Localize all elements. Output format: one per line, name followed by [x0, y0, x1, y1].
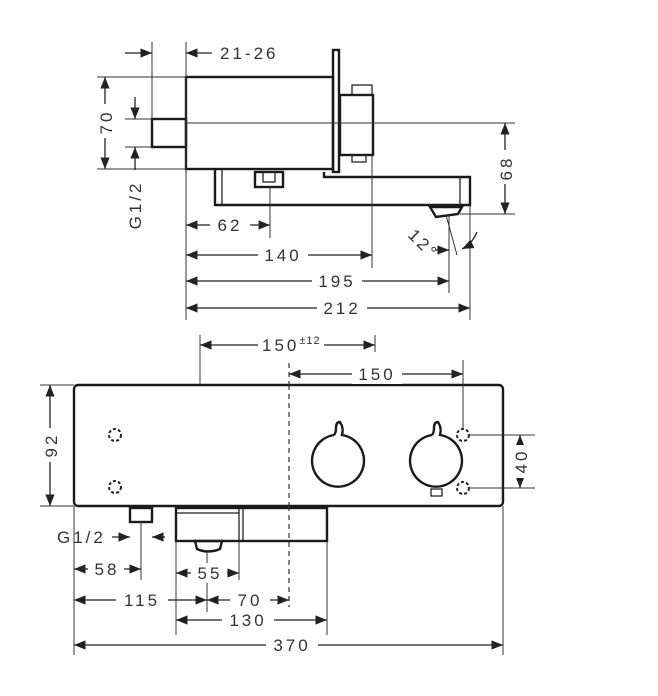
aerator-front — [193, 539, 224, 553]
wall-plate — [331, 48, 341, 174]
dim-55: 55 — [198, 564, 223, 583]
dim-21-26: 21-26 — [220, 44, 278, 63]
dim-g12-side: G1/2 — [126, 181, 145, 230]
knob-right — [408, 420, 464, 488]
dim-70-front: 70 — [238, 591, 263, 610]
dim-150-tolerance: 150±12 — [262, 335, 321, 355]
dim-12-degree: 12° — [404, 225, 442, 263]
side-knob — [338, 93, 375, 157]
dim-212: 212 — [323, 299, 360, 318]
inlet-connector — [128, 506, 154, 524]
mount-hole — [108, 480, 122, 494]
spout — [213, 169, 472, 207]
dim-68: 68 — [497, 156, 516, 181]
dim-70: 70 — [97, 110, 116, 135]
mount-hole — [456, 428, 470, 442]
knob-indicator — [430, 488, 443, 497]
front-view: 150±12 150 92 40 G1/2 58 55 115 70 130 3… — [40, 333, 535, 655]
spout-underside — [174, 506, 329, 543]
side-view: 21-26 70 G1/2 68 62 140 195 212 12° — [97, 42, 516, 320]
dim-370: 370 — [273, 636, 310, 655]
dim-115: 115 — [124, 591, 160, 610]
dim-195: 195 — [318, 272, 355, 291]
knob-nub-top — [351, 84, 373, 96]
mount-hole — [456, 481, 470, 495]
inlet-stub — [150, 117, 188, 149]
aerator — [427, 205, 465, 219]
dim-62: 62 — [218, 216, 243, 235]
knob-nub-bottom — [351, 154, 367, 163]
dim-58: 58 — [95, 560, 120, 579]
dim-92: 92 — [42, 433, 61, 458]
dim-150: 150 — [358, 365, 395, 384]
dim-130: 130 — [229, 611, 266, 630]
mount-hole — [108, 428, 122, 442]
dim-140: 140 — [264, 246, 301, 265]
knob-left — [310, 420, 366, 488]
dim-g12-front: G1/2 — [57, 528, 106, 547]
side-nut — [253, 170, 285, 189]
dim-40: 40 — [512, 449, 531, 474]
